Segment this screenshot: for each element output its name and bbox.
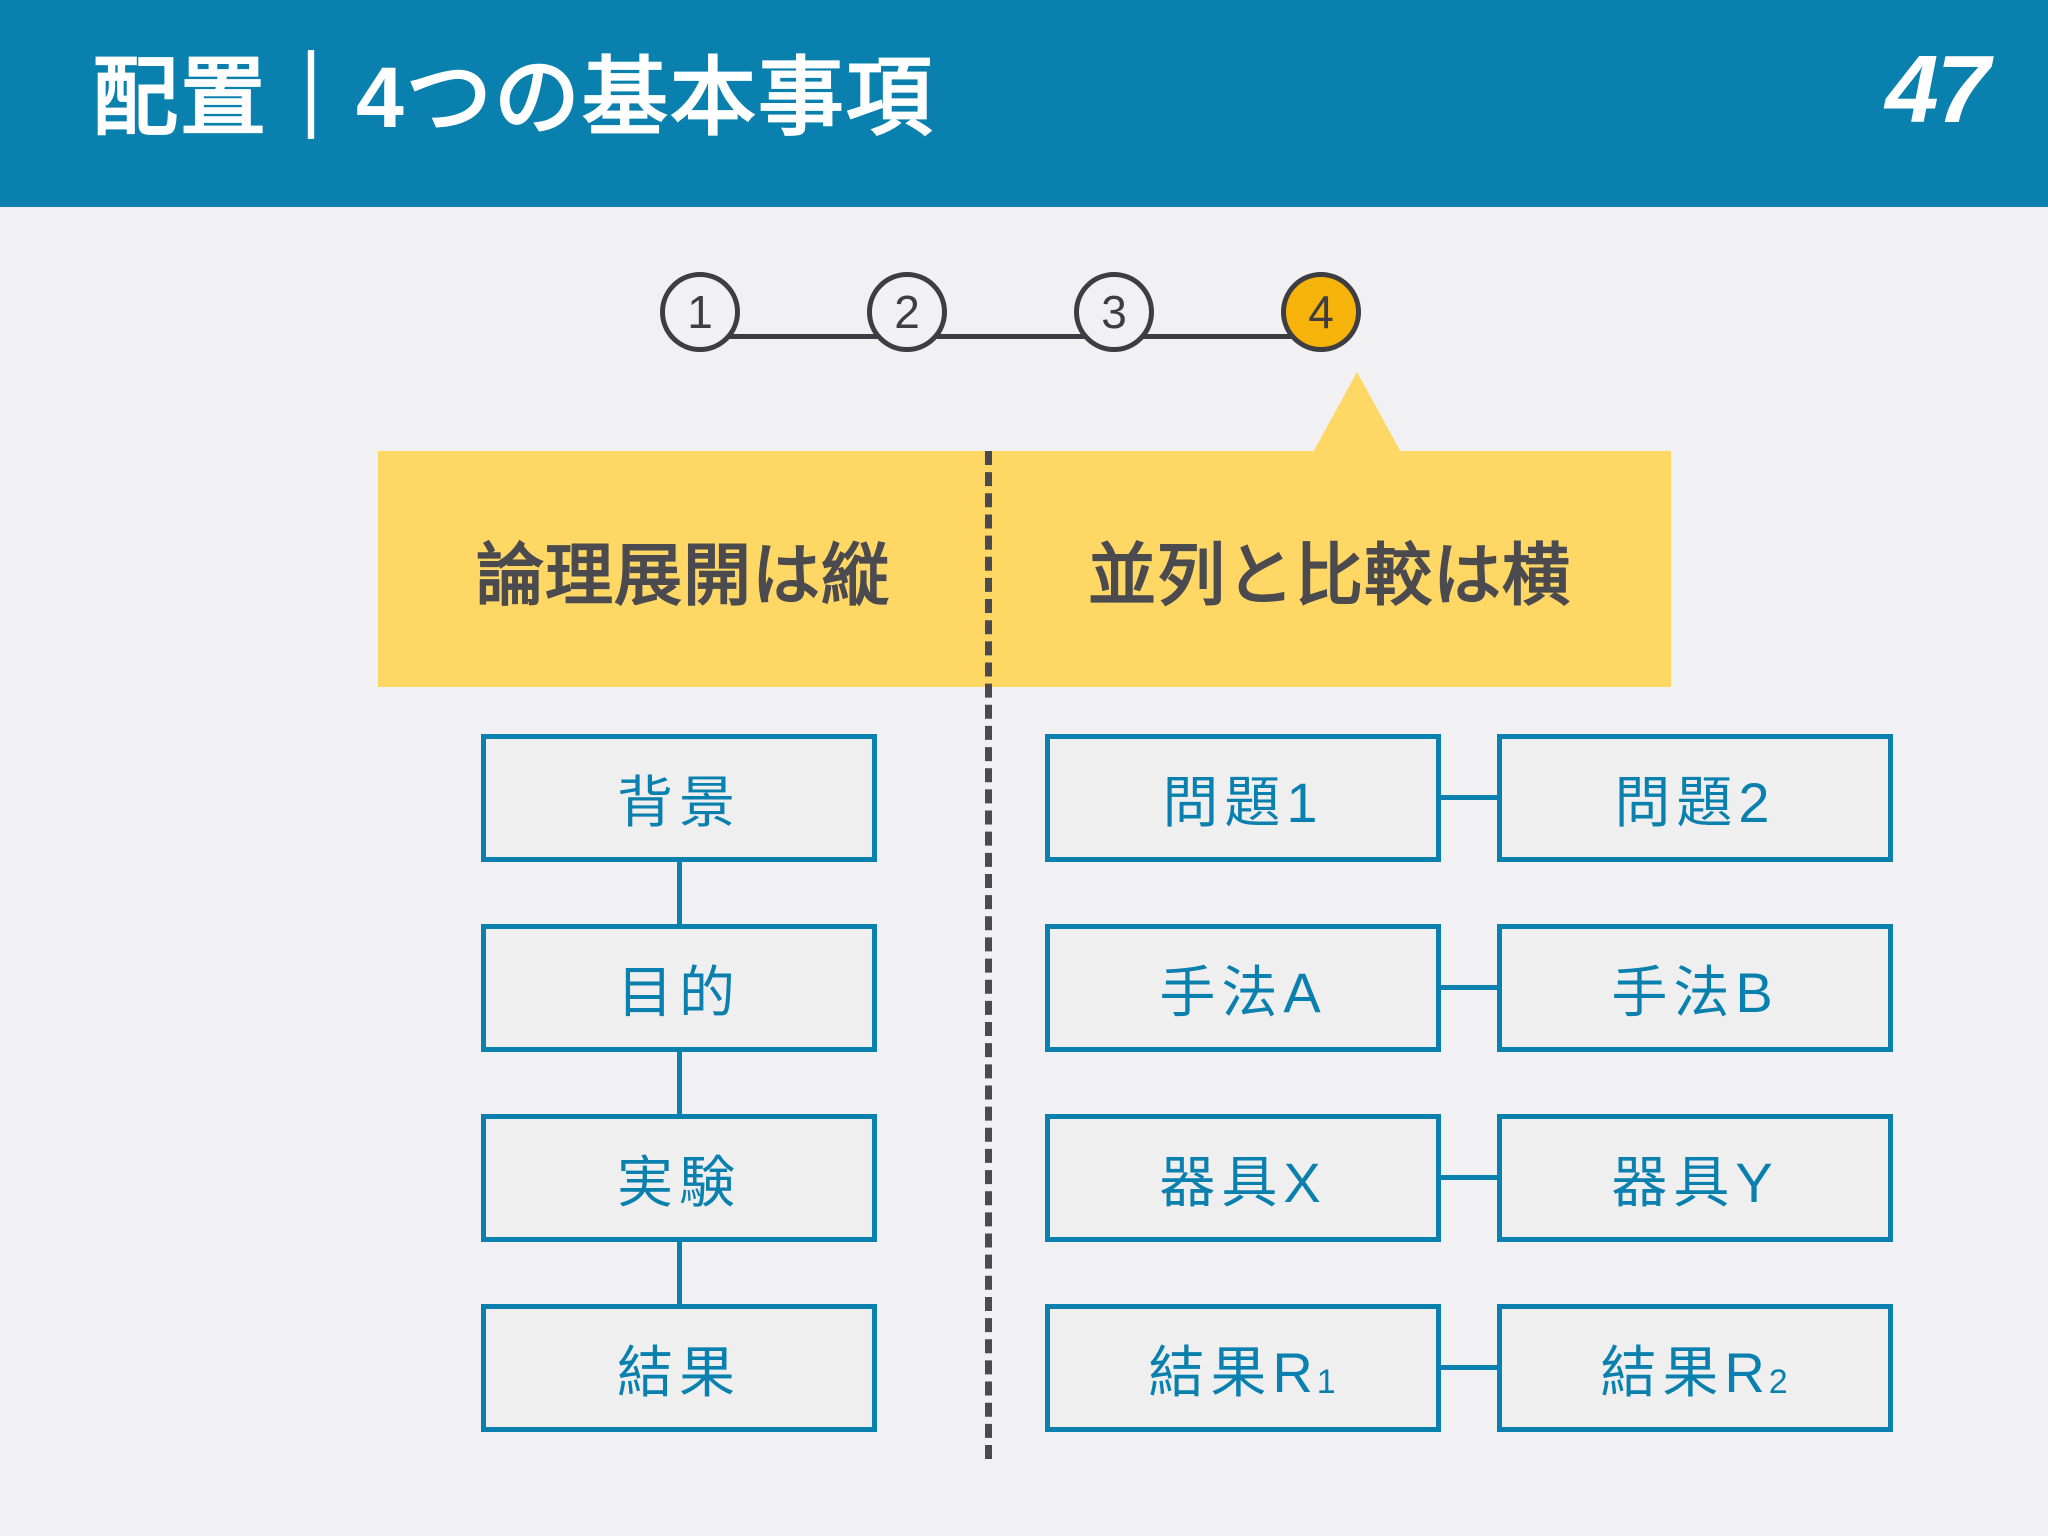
right-row-1-box-right[interactable]: 問題2: [1497, 734, 1893, 862]
left-box-3[interactable]: 実験: [481, 1114, 877, 1242]
left-connector-1-2: [677, 862, 682, 924]
right-row-4-connector: [1441, 1365, 1497, 1370]
banner-right-half: 並列と比較は横: [988, 451, 1671, 687]
step-circle-3[interactable]: 3: [1074, 272, 1154, 352]
left-box-2[interactable]: 目的: [481, 924, 877, 1052]
step-connector-1-2: [700, 334, 907, 339]
step-indicator: 1 2 3 4: [0, 272, 2048, 402]
right-row-4-box-left-label: 結果R: [1148, 1340, 1319, 1404]
left-connector-2-3: [677, 1052, 682, 1114]
header-bar: 配置｜4つの基本事項 47: [0, 0, 2048, 207]
page-number: 47: [1885, 36, 1990, 143]
right-row-2-box-right[interactable]: 手法B: [1497, 924, 1893, 1052]
right-row-4-box-right-subscript: 2: [1768, 1362, 1788, 1401]
right-row-4-box-left-subscript: 1: [1316, 1362, 1336, 1401]
step-connector-2-3: [907, 334, 1114, 339]
step-circle-4[interactable]: 4: [1281, 272, 1361, 352]
step-pointer-triangle-icon: [1311, 372, 1403, 456]
step-connector-3-4: [1114, 334, 1321, 339]
right-row-2-connector: [1441, 985, 1497, 990]
page-title: 配置｜4つの基本事項: [92, 50, 934, 146]
step-circle-1[interactable]: 1: [660, 272, 740, 352]
left-box-1[interactable]: 背景: [481, 734, 877, 862]
right-row-2-box-left[interactable]: 手法A: [1045, 924, 1441, 1052]
right-row-3-box-right[interactable]: 器具Y: [1497, 1114, 1893, 1242]
step-circle-2[interactable]: 2: [867, 272, 947, 352]
right-row-1-box-left[interactable]: 問題1: [1045, 734, 1441, 862]
right-row-4-box-right-label: 結果R: [1600, 1340, 1771, 1404]
right-row-3-box-left[interactable]: 器具X: [1045, 1114, 1441, 1242]
banner-left-heading: 論理展開は縦: [475, 537, 890, 614]
left-connector-3-4: [677, 1242, 682, 1304]
section-banner: 論理展開は縦 並列と比較は横: [378, 451, 1671, 687]
left-box-4[interactable]: 結果: [481, 1304, 877, 1432]
right-row-3-connector: [1441, 1175, 1497, 1180]
right-row-1-connector: [1441, 795, 1497, 800]
banner-left-half: 論理展開は縦: [378, 451, 988, 687]
banner-right-heading: 並列と比較は横: [1087, 537, 1571, 614]
vertical-dashed-divider: [985, 451, 992, 1459]
